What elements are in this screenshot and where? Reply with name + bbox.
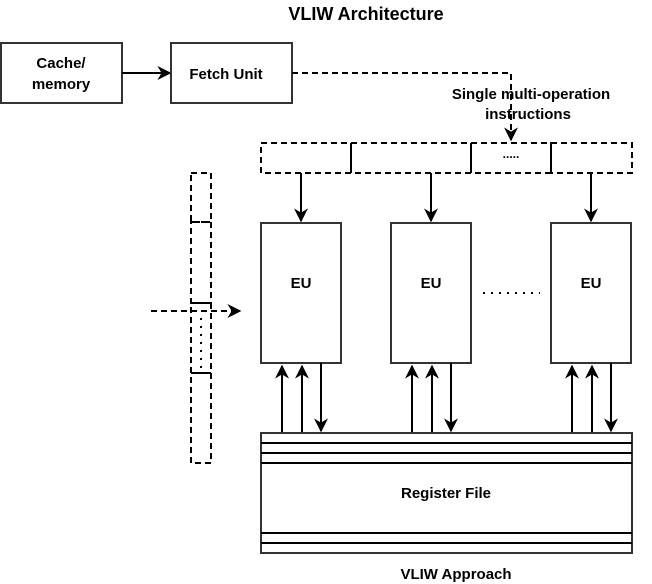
eu-label: EU [421, 275, 442, 292]
instruction-slot [350, 142, 472, 174]
diagram-caption: VLIW Approach [400, 566, 511, 583]
instruction-slots: ..... [260, 142, 633, 174]
eu-label: EU [291, 275, 312, 292]
cache-label-line1: Cache/ [36, 55, 86, 72]
instruction-slot [550, 142, 633, 174]
cache-label-line2: memory [32, 76, 91, 93]
execution-unit: EU [390, 222, 472, 364]
instruction-label-line2: instructions [485, 106, 571, 123]
fetch-unit-label: Fetch Unit [189, 66, 262, 83]
instruction-slot-ellipsis: ..... [503, 147, 520, 161]
register-file: Register File [260, 432, 633, 554]
eu-register-arrows [275, 363, 618, 433]
register-file-label: Register File [401, 485, 491, 502]
cache-memory-node: Cache/ memory [0, 42, 123, 104]
eu-label: EU [581, 275, 602, 292]
diagram-title: VLIW Architecture [288, 4, 443, 24]
fetch-unit-node: Fetch Unit [170, 42, 293, 104]
execution-unit: EU [550, 222, 632, 364]
instruction-label-bg [436, 84, 628, 124]
execution-unit: EU [260, 222, 342, 364]
left-dashed-stack [190, 172, 212, 464]
instruction-slot [470, 142, 552, 174]
instruction-label-line1: Single multi-operation [452, 86, 610, 103]
instruction-slot [260, 142, 352, 174]
